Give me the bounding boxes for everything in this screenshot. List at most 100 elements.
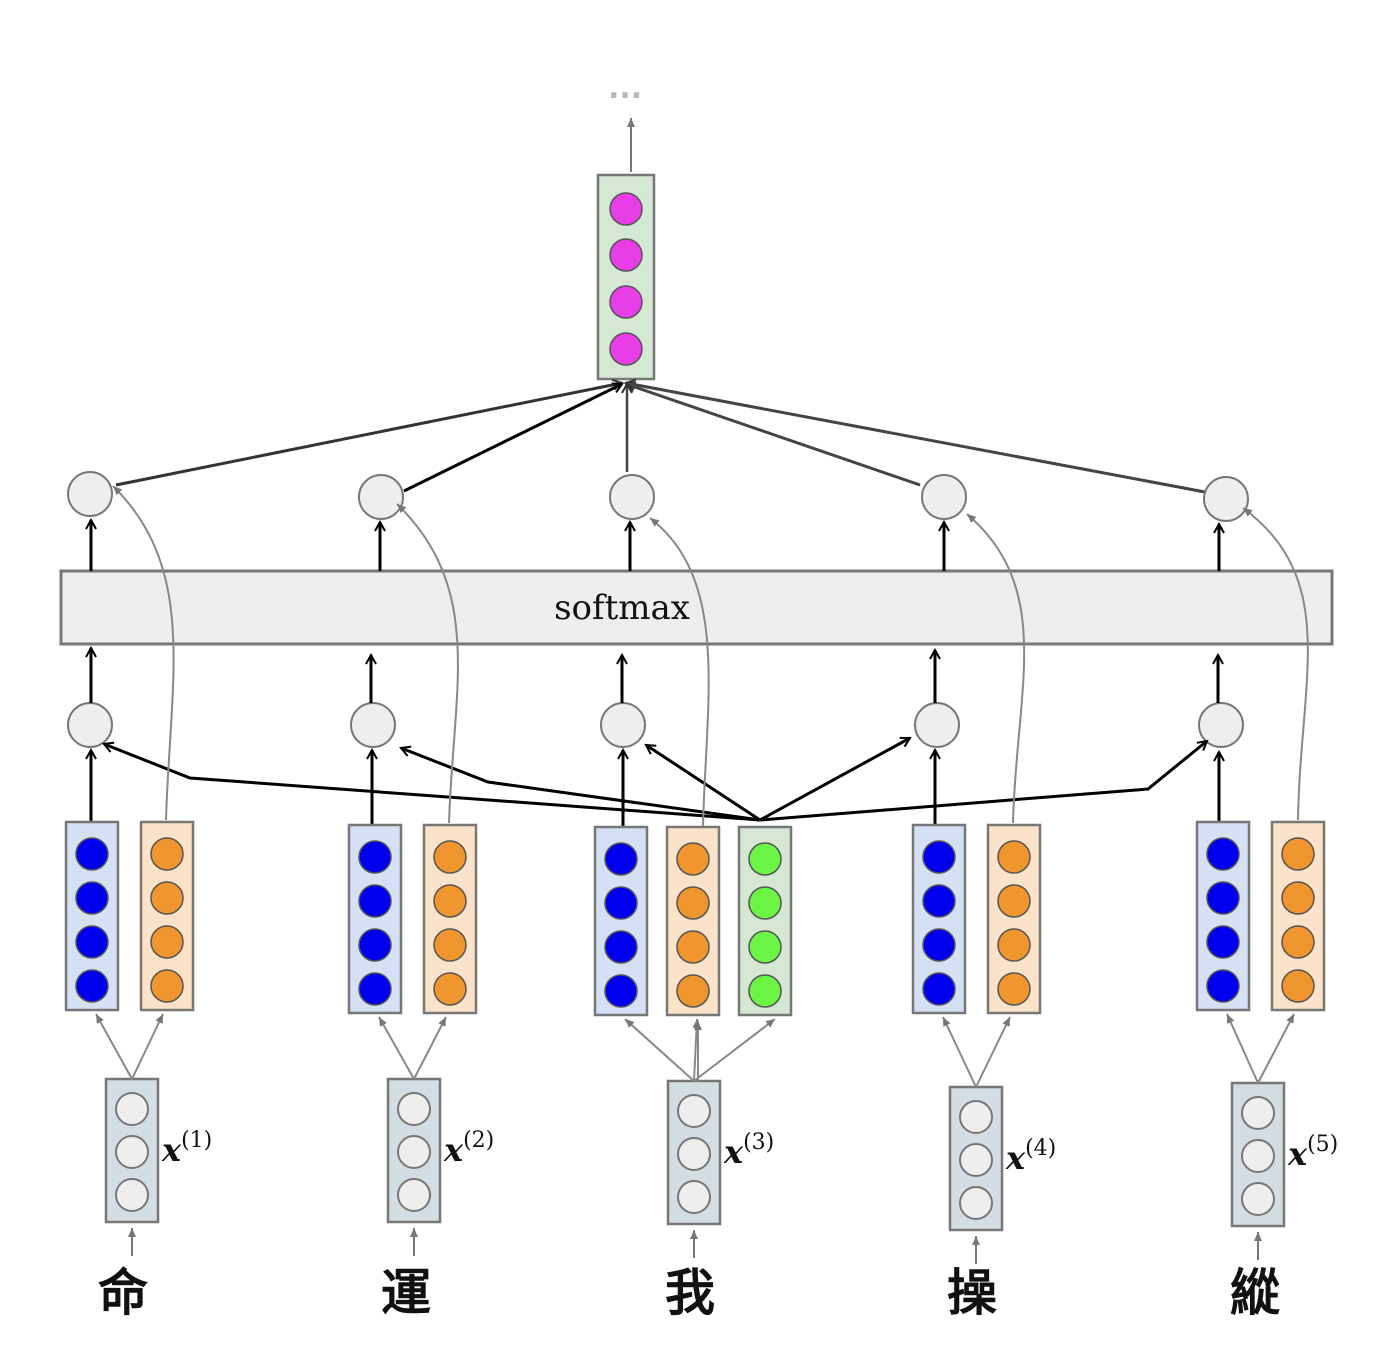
key-vector-dot bbox=[75, 837, 109, 871]
weighted-node-5 bbox=[1203, 476, 1249, 522]
input-vector bbox=[386, 1077, 442, 1224]
token-char: 命 bbox=[98, 1264, 148, 1322]
key-vector-dot bbox=[922, 840, 956, 874]
column-2: x(2)運 bbox=[347, 823, 494, 1322]
input-vector-dot bbox=[677, 1137, 711, 1171]
value-vector-dot bbox=[997, 928, 1031, 962]
value-vector bbox=[986, 823, 1042, 1015]
weighted-nodes bbox=[67, 471, 1249, 522]
input-vector-dot bbox=[115, 1092, 149, 1126]
input-label: x(3) bbox=[723, 1130, 774, 1171]
input-vector-dot bbox=[1241, 1182, 1275, 1216]
key-vector-dot bbox=[1206, 881, 1240, 915]
key-vector-dot bbox=[604, 842, 638, 876]
input-vector-dot bbox=[677, 1094, 711, 1128]
softmax-input-arrows bbox=[91, 648, 1218, 703]
score-node-1 bbox=[67, 702, 113, 748]
value-vector-dot bbox=[433, 972, 467, 1006]
value-curve-4 bbox=[966, 513, 1026, 824]
score-node-3 bbox=[600, 702, 646, 748]
input-label-index: (5) bbox=[1307, 1132, 1338, 1157]
sum-arrow-4 bbox=[626, 384, 921, 487]
key-vector bbox=[64, 820, 120, 1012]
input-projection-arrow bbox=[1257, 1013, 1295, 1084]
input-vector bbox=[948, 1085, 1004, 1232]
key-to-score-arrows bbox=[91, 750, 1219, 827]
softmax-layer: softmax bbox=[59, 569, 1334, 646]
key-vector bbox=[1195, 820, 1251, 1012]
input-projection-arrow bbox=[1226, 1013, 1259, 1084]
input-vector-dot bbox=[115, 1135, 149, 1169]
input-label: x(2) bbox=[443, 1128, 494, 1169]
value-vector-dot bbox=[433, 884, 467, 918]
value-vector-dot bbox=[997, 840, 1031, 874]
sum-arrow-1 bbox=[115, 383, 622, 487]
input-vector-dot bbox=[959, 1100, 993, 1134]
output-dot bbox=[609, 192, 643, 226]
value-curve-2 bbox=[396, 503, 459, 824]
input-vector-dot bbox=[115, 1178, 149, 1212]
value-curve-1 bbox=[112, 485, 175, 821]
score-nodes bbox=[67, 702, 1244, 748]
input-vector bbox=[104, 1077, 160, 1224]
output-dot bbox=[609, 285, 643, 319]
key-vector-dot bbox=[922, 928, 956, 962]
value-vector-dot bbox=[433, 840, 467, 874]
input-projection-arrow bbox=[692, 1018, 701, 1082]
weighted-node-3 bbox=[609, 474, 655, 520]
key-vector-dot bbox=[1206, 925, 1240, 959]
input-vector-dot bbox=[1241, 1139, 1275, 1173]
key-vector bbox=[593, 825, 649, 1017]
input-label-index: (1) bbox=[181, 1128, 212, 1153]
value-vector bbox=[665, 825, 721, 1017]
output-dot bbox=[609, 238, 643, 272]
value-vector bbox=[139, 820, 195, 1012]
input-projection-arrow bbox=[624, 1018, 695, 1082]
value-vector bbox=[422, 823, 478, 1015]
value-vector-dot bbox=[1281, 837, 1315, 871]
input-projection-arrow bbox=[378, 1016, 415, 1080]
input-vector-dot bbox=[677, 1180, 711, 1214]
input-vector-dot bbox=[1241, 1096, 1275, 1130]
input-label: x(5) bbox=[1287, 1132, 1338, 1173]
column-4: x(4) 操 bbox=[911, 823, 1056, 1322]
query-arrow-2 bbox=[401, 748, 761, 822]
score-node-4 bbox=[914, 702, 960, 748]
key-vector-dot bbox=[922, 884, 956, 918]
value-vector-dot bbox=[676, 886, 710, 920]
query-vector-dot bbox=[748, 930, 782, 964]
input-projection-arrow bbox=[942, 1016, 977, 1088]
key-vector-dot bbox=[358, 884, 392, 918]
output-dot bbox=[609, 332, 643, 366]
input-projection-arrow bbox=[95, 1013, 133, 1080]
weighted-sum-arrows bbox=[115, 383, 1206, 494]
softmax-label: softmax bbox=[554, 588, 690, 628]
query-vector bbox=[737, 825, 793, 1017]
token-char: 操 bbox=[947, 1264, 997, 1322]
input-projection-arrow bbox=[975, 1016, 1011, 1088]
key-vector-dot bbox=[922, 972, 956, 1006]
value-vector-dot bbox=[997, 972, 1031, 1006]
input-vector-dot bbox=[959, 1186, 993, 1220]
token-char: 縱 bbox=[1230, 1264, 1280, 1322]
input-label-index: (4) bbox=[1025, 1136, 1056, 1161]
weighted-node-1 bbox=[67, 471, 113, 517]
softmax-output-arrows bbox=[91, 520, 1219, 571]
input-vector-dot bbox=[397, 1135, 431, 1169]
key-vector-dot bbox=[604, 974, 638, 1008]
value-vector-dot bbox=[1281, 881, 1315, 915]
input-label: x(4) bbox=[1005, 1136, 1056, 1177]
key-vector-dot bbox=[604, 930, 638, 964]
query-arrow-3 bbox=[646, 743, 761, 822]
score-node-5 bbox=[1198, 702, 1244, 748]
output-vector bbox=[596, 173, 656, 381]
input-label-var: x bbox=[1005, 1139, 1026, 1177]
value-vector-dot bbox=[433, 928, 467, 962]
softmax-bar bbox=[59, 569, 1334, 646]
value-vector-dot bbox=[1281, 969, 1315, 1003]
column-5: x(5) 縱 bbox=[1195, 820, 1338, 1322]
token-char: 我 bbox=[665, 1264, 715, 1322]
input-label-var: x bbox=[443, 1131, 464, 1169]
input-label-index: (2) bbox=[463, 1128, 494, 1153]
